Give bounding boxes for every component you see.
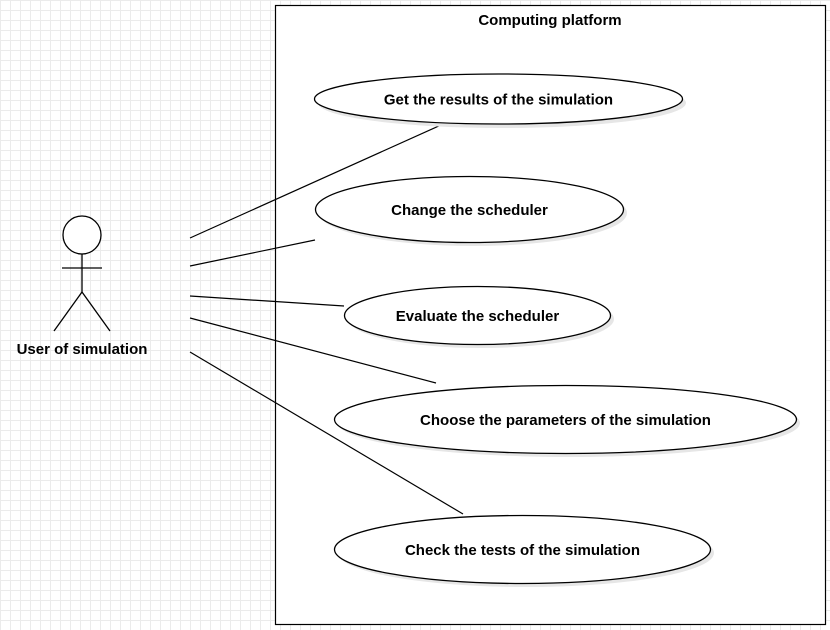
association-line[interactable] [189,295,345,307]
use-case-ellipse [313,73,684,125]
stick-figure-icon [53,215,111,332]
association-line[interactable] [189,351,464,515]
use-case-label: Change the scheduler [391,202,548,219]
use-case-label: Get the results of the simulation [384,92,613,109]
use-case-ellipse [343,285,612,346]
use-case-evaluate-scheduler[interactable]: Evaluate the scheduler [343,285,615,349]
use-case-get-results[interactable]: Get the results of the simulation [313,73,687,128]
use-case-change-scheduler[interactable]: Change the scheduler [314,175,628,247]
association-line[interactable] [189,317,437,384]
use-case-ellipse [333,514,712,585]
system-title: Computing platform [478,12,621,29]
use-case-label: Check the tests of the simulation [405,542,640,559]
use-case-check-tests[interactable]: Check the tests of the simulation [333,514,715,588]
use-case-choose-parameters[interactable]: Choose the parameters of the simulation [333,384,801,458]
association-line[interactable] [189,124,442,239]
use-case-ellipse [314,175,625,244]
actor-user-of-simulation[interactable]: User of simulation [17,215,148,358]
use-case-ellipse [333,384,798,455]
associations [189,124,464,515]
use-case-label: Choose the parameters of the simulation [420,412,711,429]
actor-label: User of simulation [17,341,148,358]
use-case-label: Evaluate the scheduler [396,308,560,325]
association-line[interactable] [189,239,316,267]
